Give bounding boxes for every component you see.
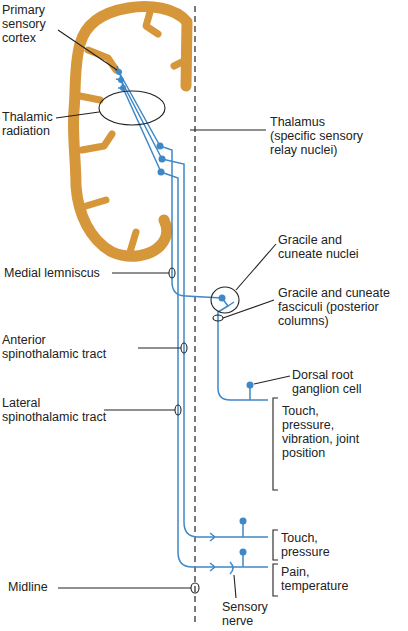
leader-line	[58, 587, 191, 588]
midline-label: Midline	[8, 580, 68, 594]
tract-marker	[181, 343, 187, 353]
leader-line	[104, 409, 175, 410]
pain-neuron	[210, 553, 268, 574]
fasciculi-label: Gracile and cuneate fasciculi (posterior…	[278, 286, 396, 328]
cell-body	[120, 85, 126, 91]
tract-marker	[169, 268, 175, 278]
cell-body	[157, 143, 164, 150]
sulcus	[146, 12, 158, 34]
leader-line	[190, 129, 266, 130]
radiation-ring	[99, 91, 165, 125]
leader-line	[234, 575, 236, 598]
cell-body	[159, 156, 166, 163]
tract-marker	[175, 405, 181, 415]
sulcus	[82, 134, 112, 150]
leader-line	[223, 300, 274, 318]
cerebral-cortex	[73, 7, 187, 257]
midline	[194, 6, 195, 626]
modality-label: Pain, temperature	[281, 565, 357, 593]
lateral-spinothalamic-fiber	[161, 172, 214, 567]
cell-body	[240, 549, 247, 556]
bracket	[273, 530, 278, 560]
nucleus-circle	[211, 287, 239, 313]
ganglion-label: Dorsal root ganglion cell	[292, 368, 374, 396]
leader-line	[56, 112, 99, 118]
leader-line	[254, 376, 290, 384]
cell-body	[219, 295, 226, 302]
nuclei-label: Gracile and cuneate nuclei	[278, 233, 368, 261]
label-markers	[56, 30, 290, 598]
medial-lemniscus-fiber	[160, 146, 222, 298]
nerve-label: Sensory nerve	[222, 600, 278, 628]
leader-line	[58, 30, 117, 70]
leader-line	[236, 244, 276, 290]
thalamocortical-fiber	[115, 66, 160, 146]
neural-pathways	[115, 66, 268, 574]
cell-body	[240, 518, 247, 525]
tract-label: Lateral spinothalamic tract	[2, 396, 114, 424]
sulcus	[80, 96, 100, 100]
bracket	[273, 564, 278, 596]
sulcus	[130, 232, 136, 252]
cortex-ribbon	[73, 7, 187, 257]
cell-bodies	[116, 69, 254, 556]
cell-body	[118, 77, 124, 83]
thalamocortical-fiber	[116, 74, 162, 159]
leader-line	[112, 272, 169, 273]
bracket	[273, 398, 278, 490]
sulcus	[86, 200, 106, 206]
cell-body	[247, 382, 254, 389]
touch-neuron	[210, 522, 268, 541]
sulcus	[174, 60, 186, 66]
tract-marker	[213, 315, 223, 321]
modality-label: Touch, pressure, vibration, joint positi…	[282, 404, 364, 460]
modality-label: Touch, pressure	[281, 531, 341, 559]
thalamus-label: Thalamus (specific sensory relay nuclei)	[270, 115, 370, 157]
cell-body	[158, 169, 165, 176]
cortex-label: Primary sensory cortex	[2, 3, 72, 45]
tract-label: Anterior spinothalamic tract	[2, 333, 114, 361]
leader-line	[138, 347, 181, 348]
tract-marker	[191, 583, 199, 593]
tract-label: Medial lemniscus	[4, 266, 124, 280]
radiation-label: Thalamic radiation	[2, 110, 72, 138]
